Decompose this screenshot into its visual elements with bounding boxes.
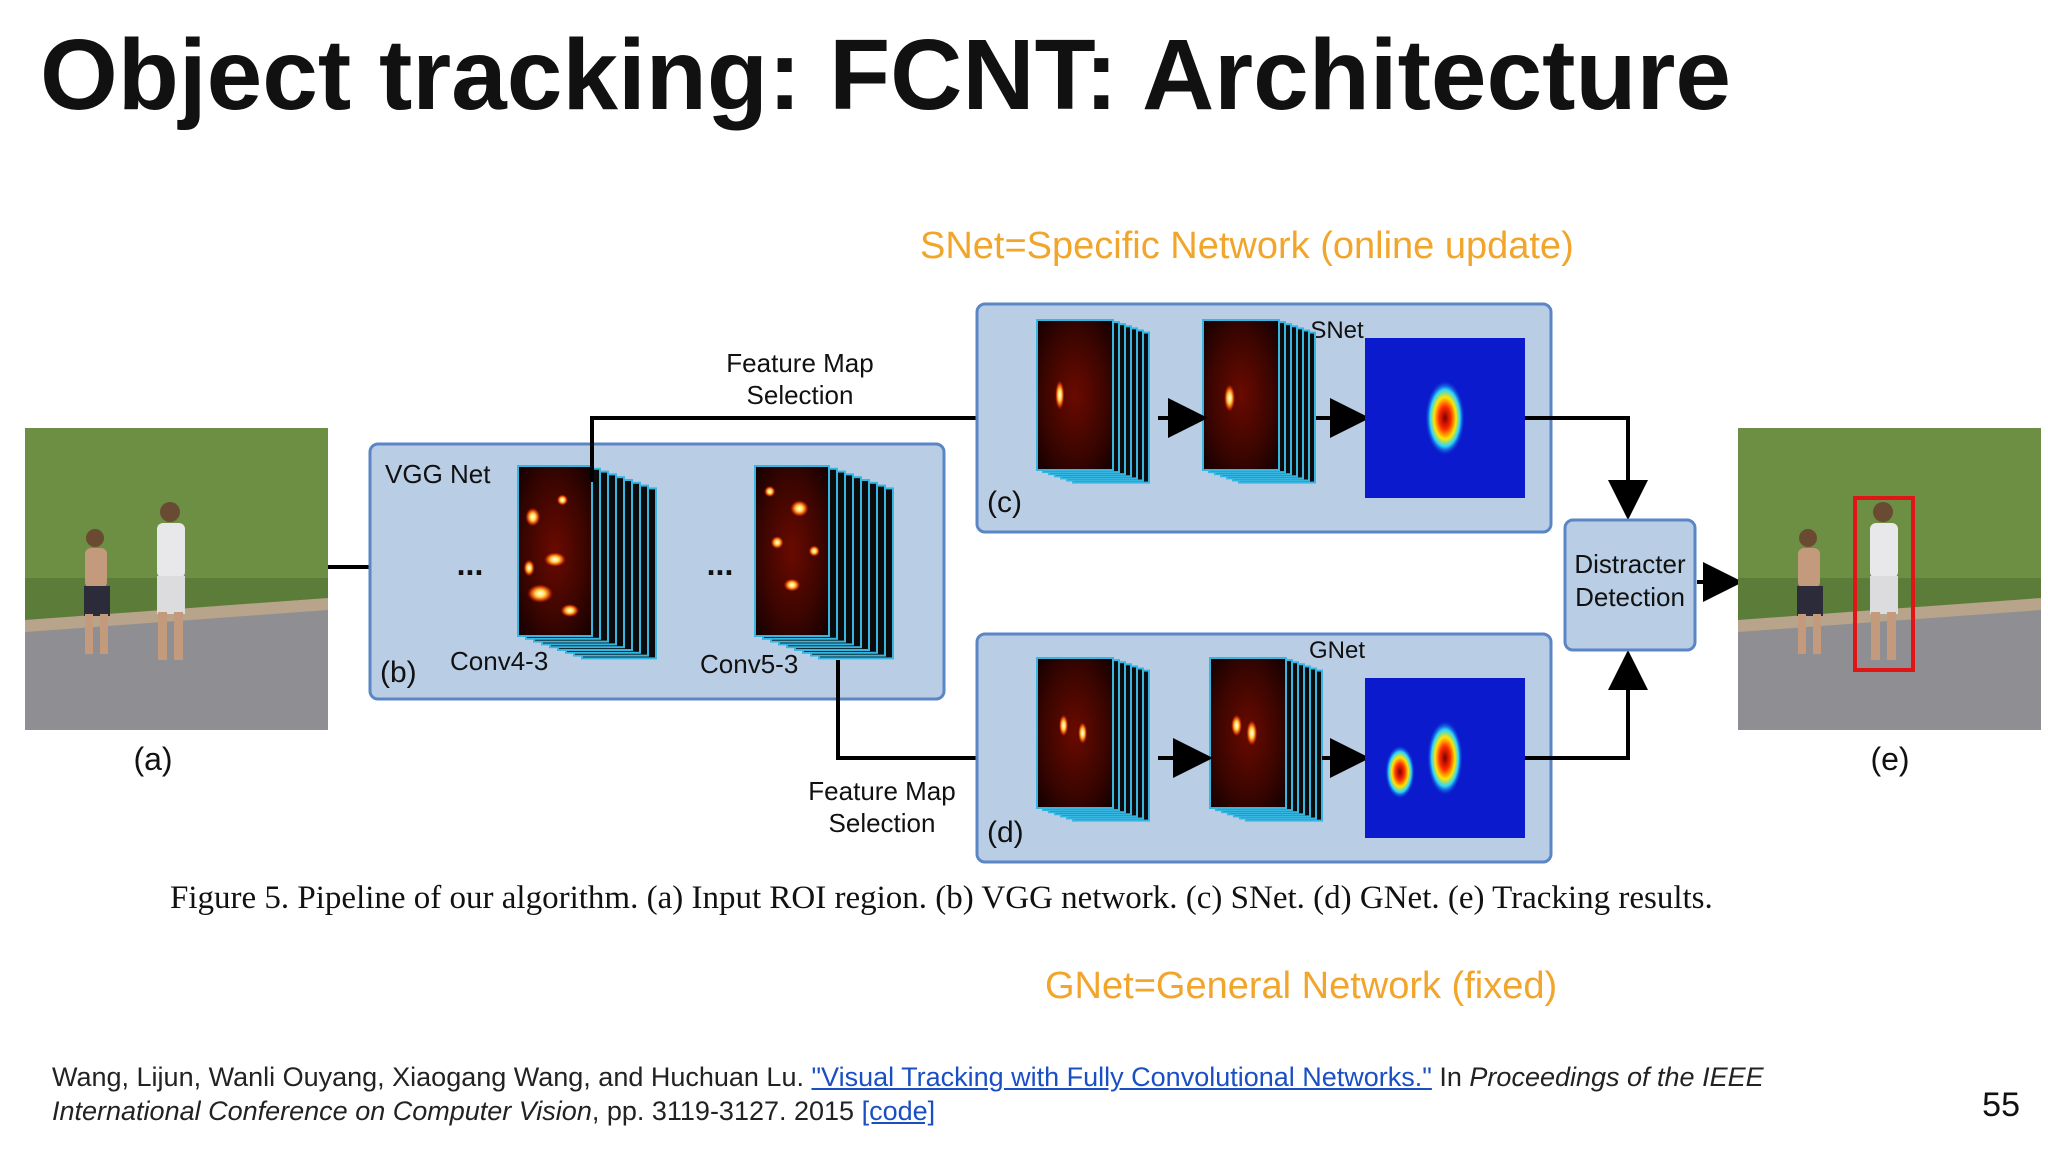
- reference-venue-line1: Proceedings of the IEEE: [1469, 1062, 1764, 1092]
- arrow-conv4-to-snet: [590, 398, 1038, 482]
- snet-panel-label: (c): [987, 486, 1022, 519]
- snet-title: SNet: [1310, 317, 1364, 344]
- snet-heatmap: [1365, 338, 1525, 498]
- tracking-bounding-box: [1853, 496, 1915, 672]
- feature-map-selection-top-line1: Feature Map: [726, 348, 873, 378]
- activation-spot: [1058, 713, 1069, 738]
- feature-map-layer: [517, 465, 593, 637]
- gnet-title: GNet: [1309, 637, 1365, 664]
- activation-spot: [523, 559, 536, 577]
- gnet-layer2-stack: [1209, 657, 1323, 822]
- activation-spot: [559, 603, 580, 618]
- paper-link[interactable]: "Visual Tracking with Fully Convolutiona…: [811, 1062, 1432, 1092]
- activation-spot: [763, 485, 776, 498]
- reference-venue-line2: International Conference on Computer Vis…: [52, 1096, 592, 1126]
- reference-in: In: [1431, 1062, 1470, 1092]
- page-number: 55: [1982, 1086, 2020, 1124]
- code-link[interactable]: [code]: [861, 1096, 936, 1126]
- feature-map-layer: [1036, 319, 1114, 471]
- activation-spot: [556, 494, 569, 506]
- distracter-label-line1: Distracter: [1574, 549, 1686, 579]
- activation-spot: [1054, 379, 1065, 411]
- activation-spot: [526, 583, 555, 604]
- activation-spot: [1245, 719, 1258, 747]
- vgg-panel-label: (b): [380, 656, 417, 689]
- runner-left: [84, 529, 110, 654]
- activation-spot: [783, 578, 801, 592]
- feature-map-selection-bottom-line1: Feature Map: [808, 776, 955, 806]
- vgg-ellipsis-2: ...: [707, 546, 734, 582]
- activation-spot: [524, 507, 541, 527]
- activation-spot: [789, 499, 810, 518]
- reference-pages-year: , pp. 3119-3127. 2015: [591, 1096, 862, 1126]
- snet-layer2-stack: [1202, 319, 1316, 484]
- gnet-heatmap: [1365, 678, 1525, 838]
- snet-layer1-stack: [1036, 319, 1150, 484]
- gnet-annotation: GNet=General Network (fixed): [1045, 965, 1558, 1007]
- vgg-net-title: VGG Net: [385, 459, 491, 489]
- conv5-3-feature-stack: [754, 465, 894, 660]
- feature-map-selection-top-line2: Selection: [747, 380, 854, 410]
- gnet-panel-label: (d): [987, 816, 1024, 849]
- reference-authors: Wang, Lijun, Wanli Ouyang, Xiaogang Wang…: [52, 1062, 812, 1092]
- arrow-snet-to-distracter: [1525, 416, 1648, 520]
- distracter-label-line2: Detection: [1575, 582, 1685, 612]
- runner-right: [157, 502, 185, 660]
- activation-spot: [1077, 721, 1088, 745]
- feature-map-selection-bottom-line2: Selection: [829, 808, 936, 838]
- slide-title: Object tracking: FCNT: Architecture: [40, 19, 1732, 131]
- output-label: (e): [1870, 741, 1909, 777]
- activation-spot: [1230, 713, 1243, 738]
- activation-spot: [770, 535, 785, 550]
- conv4-3-label: Conv4-3: [450, 646, 548, 676]
- feature-map-layer: [1036, 657, 1114, 809]
- snet-annotation: SNet=Specific Network (online update): [920, 225, 1574, 267]
- distracter-detection-box: [1563, 518, 1697, 652]
- feature-map-layer: [1202, 319, 1280, 471]
- vgg-ellipsis-1: ...: [457, 546, 484, 582]
- tracking-result-image: [1738, 428, 2041, 730]
- activation-spot: [1223, 383, 1236, 413]
- activation-spot: [808, 545, 821, 557]
- conv4-3-feature-stack: [517, 465, 657, 660]
- arrow-conv5-to-gnet: [836, 660, 1038, 778]
- activation-spot: [543, 551, 567, 568]
- arrow-gnet-to-distracter: [1525, 650, 1648, 760]
- conv5-3-label: Conv5-3: [700, 649, 798, 679]
- fcnt-architecture-diagram: (a) VGG Net (b) ... ... Conv4-3 Conv5-3 …: [25, 302, 2041, 864]
- figure-caption: Figure 5. Pipeline of our algorithm. (a)…: [170, 880, 1713, 916]
- reference-citation: Wang, Lijun, Wanli Ouyang, Xiaogang Wang…: [52, 1060, 1764, 1128]
- gnet-layer1-stack: [1036, 657, 1150, 822]
- input-label: (a): [133, 741, 172, 777]
- input-roi-image: [25, 428, 328, 730]
